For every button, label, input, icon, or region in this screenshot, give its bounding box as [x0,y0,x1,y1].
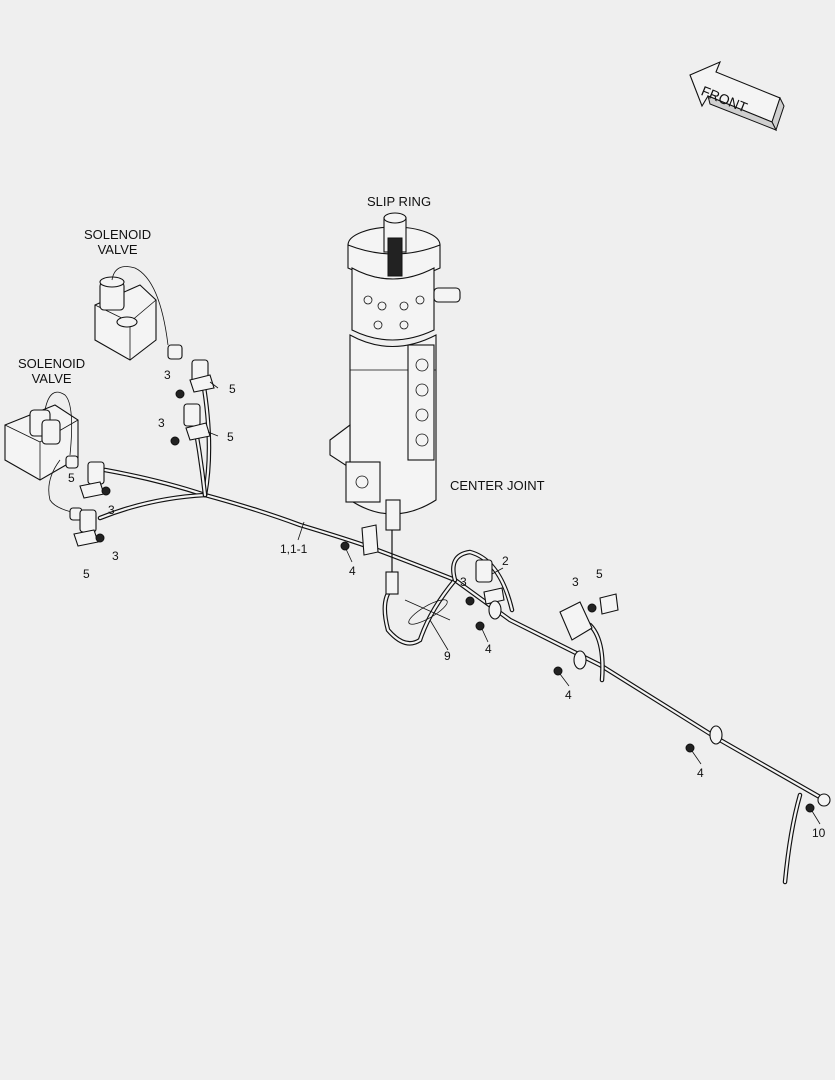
front-arrow-icon [689,60,785,132]
solenoid-valve-left-line-1: SOLENOID [18,356,86,371]
callout: 5 [68,471,75,485]
callout: 4 [565,688,572,702]
solenoid-valve-left-label: SOLENOID VALVE [18,356,85,386]
callout: 5 [229,382,236,396]
wire-harness-drawing [97,362,828,885]
center-joint-drawing [329,212,461,531]
callout: 4 [697,766,704,780]
leader-lines [207,381,821,825]
callout: 3 [572,575,579,589]
callout: 2 [502,554,509,568]
callout: 4 [485,642,492,656]
solenoid-valve-left-line-2: VALVE [31,371,72,386]
callout: 3 [112,549,119,563]
callout: 9 [444,649,451,663]
callout: 3 [108,503,115,517]
slip-ring-label: SLIP RING [367,194,432,209]
solenoid-valve-top-label: SOLENOID VALVE [84,227,151,257]
solenoid-valve-top-line-2: VALVE [97,242,138,257]
callout: 3 [164,368,171,382]
connectors-drawing [73,359,831,813]
callout: 3 [158,416,165,430]
callout: 4 [349,564,356,578]
callout: 3 [460,575,467,589]
callout: 5 [83,567,90,581]
center-joint-label: CENTER JOINT [450,478,545,493]
solenoid-valve-top-drawing [94,266,183,361]
solenoid-valve-left-drawing [4,391,83,521]
callout: 10 [812,826,826,840]
solenoid-valve-top-line-1: SOLENOID [84,227,152,242]
callout: 5 [596,567,603,581]
callout: 1,1-1 [280,542,308,556]
callout: 5 [227,430,234,444]
